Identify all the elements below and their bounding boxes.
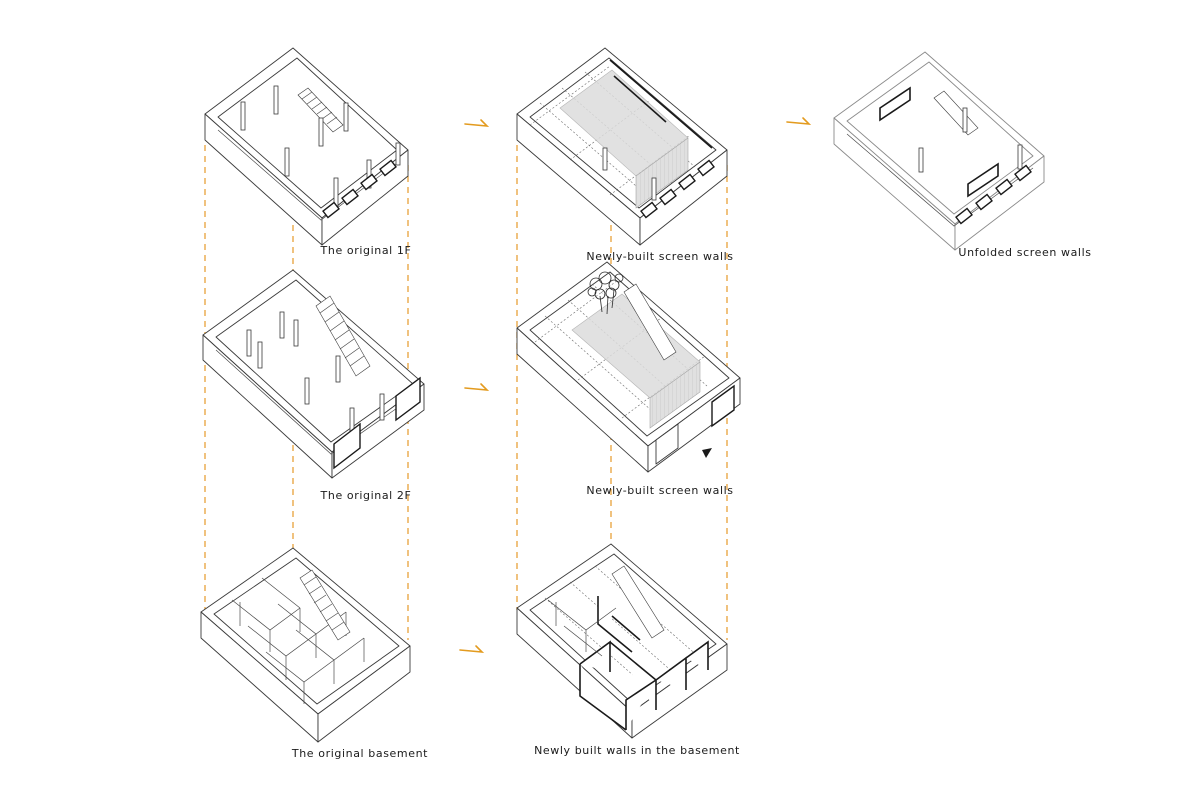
original-1f-model bbox=[204, 47, 409, 246]
basement-new-right-face bbox=[631, 643, 728, 739]
1f-window-strip bbox=[322, 159, 397, 219]
basement-new-dark-walls bbox=[579, 596, 709, 731]
2f-new-marker bbox=[702, 448, 712, 458]
basement-stair-treads bbox=[303, 576, 345, 631]
guide-lines bbox=[204, 145, 728, 640]
basement-new-cell-walls bbox=[547, 599, 617, 657]
screen-walls-2f-model bbox=[516, 261, 741, 473]
2f-screen-volume-face bbox=[649, 361, 701, 429]
2f-stair bbox=[315, 295, 371, 377]
basement-right-face bbox=[317, 645, 411, 743]
1f-new-columns bbox=[602, 147, 657, 201]
arrow-2f-to-screen-walls bbox=[464, 383, 490, 391]
unfolded-screen-panel-right bbox=[967, 162, 999, 198]
2f-window-right bbox=[395, 376, 421, 422]
basement-new-stair bbox=[611, 565, 665, 639]
arrow-1f-to-screen-walls bbox=[464, 119, 490, 127]
unfolded-screen-walls-model bbox=[833, 51, 1045, 251]
unfolded-window-strip bbox=[955, 164, 1032, 225]
caption-newly-built-walls-basement: Newly built walls in the basement bbox=[534, 744, 740, 757]
basement-top-inner bbox=[213, 557, 400, 705]
tree-icon bbox=[587, 271, 624, 315]
2f-window-left bbox=[333, 422, 361, 470]
2f-new-window-right bbox=[711, 384, 735, 428]
2f-stair-treads bbox=[319, 302, 365, 367]
basement-cell-walls bbox=[231, 577, 365, 704]
1f-screen-volume-face bbox=[635, 137, 689, 209]
1f-stair-treads bbox=[301, 91, 338, 125]
original-basement-model bbox=[200, 547, 411, 743]
unfolded-screen-panel-left bbox=[879, 86, 911, 122]
caption-original-2f: The original 2F bbox=[320, 489, 412, 502]
screen-walls-1f-model bbox=[516, 47, 728, 246]
unfolded-columns bbox=[918, 107, 1023, 173]
arrow-basement-to-new-walls bbox=[459, 645, 485, 653]
2f-floor-line bbox=[215, 349, 414, 455]
caption-unfolded-screen-walls: Unfolded screen walls bbox=[958, 246, 1092, 259]
2f-new-window-left bbox=[655, 423, 679, 465]
basement-stair bbox=[299, 569, 351, 641]
2f-columns bbox=[246, 311, 385, 435]
arrow-screen-walls-to-unfolded bbox=[786, 117, 812, 125]
1f-new-window-strip bbox=[640, 159, 715, 219]
transition-arrows bbox=[459, 117, 812, 653]
original-2f-model bbox=[202, 269, 425, 479]
basement-new-top-inner bbox=[529, 553, 717, 703]
1f-dark-screen-wall bbox=[609, 59, 713, 149]
caption-newly-built-screen-walls-1f: Newly-built screen walls bbox=[586, 250, 734, 263]
caption-newly-built-screen-walls-2f: Newly-built screen walls bbox=[586, 484, 734, 497]
caption-original-1f: The original 1F bbox=[320, 244, 412, 257]
1f-dark-screen-wall-inner bbox=[613, 75, 667, 123]
1f-columns bbox=[240, 85, 401, 207]
basement-new-walls-model bbox=[516, 543, 728, 739]
2f-new-stair bbox=[623, 283, 677, 361]
caption-original-basement: The original basement bbox=[291, 747, 429, 760]
